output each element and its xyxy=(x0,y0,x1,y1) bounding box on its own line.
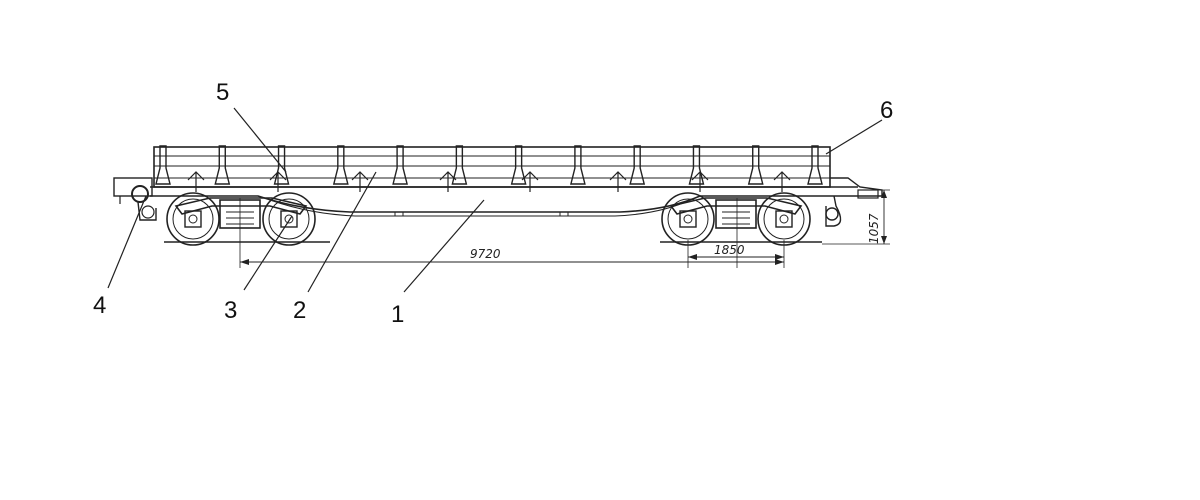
deck-side-board xyxy=(153,146,831,188)
wheel xyxy=(757,192,811,246)
callout-3: 3 xyxy=(224,297,237,324)
stake xyxy=(273,145,290,185)
stake xyxy=(510,145,527,185)
stake xyxy=(392,145,408,185)
wheelbase-dimension: 1850 xyxy=(714,243,745,257)
callout-4: 4 xyxy=(93,292,106,319)
deck-height-dimension: 1057 xyxy=(867,213,881,244)
automatic-coupler-left xyxy=(113,177,157,221)
callout-1: 1 xyxy=(391,301,404,328)
bogie-centers-dimension: 9720 xyxy=(470,247,501,261)
bogie-left xyxy=(164,192,330,246)
stake xyxy=(570,145,586,185)
stake xyxy=(214,145,231,185)
dimension-lines xyxy=(239,189,890,268)
deck-brackets xyxy=(187,171,791,192)
stake xyxy=(747,145,764,185)
stake xyxy=(332,145,349,185)
stake xyxy=(451,145,468,185)
callout-2: 2 xyxy=(293,297,306,324)
bogie-right xyxy=(660,192,822,246)
wheel xyxy=(262,192,316,246)
callout-6: 6 xyxy=(880,97,893,124)
stake xyxy=(629,145,646,185)
wagon-body xyxy=(150,146,883,217)
stake xyxy=(807,145,823,185)
stake xyxy=(155,145,171,185)
stake xyxy=(688,145,705,185)
main-frame xyxy=(150,186,858,213)
stakes-group xyxy=(155,145,823,185)
leader-lines xyxy=(107,107,883,293)
wheel xyxy=(166,192,220,246)
callout-5: 5 xyxy=(216,79,229,106)
